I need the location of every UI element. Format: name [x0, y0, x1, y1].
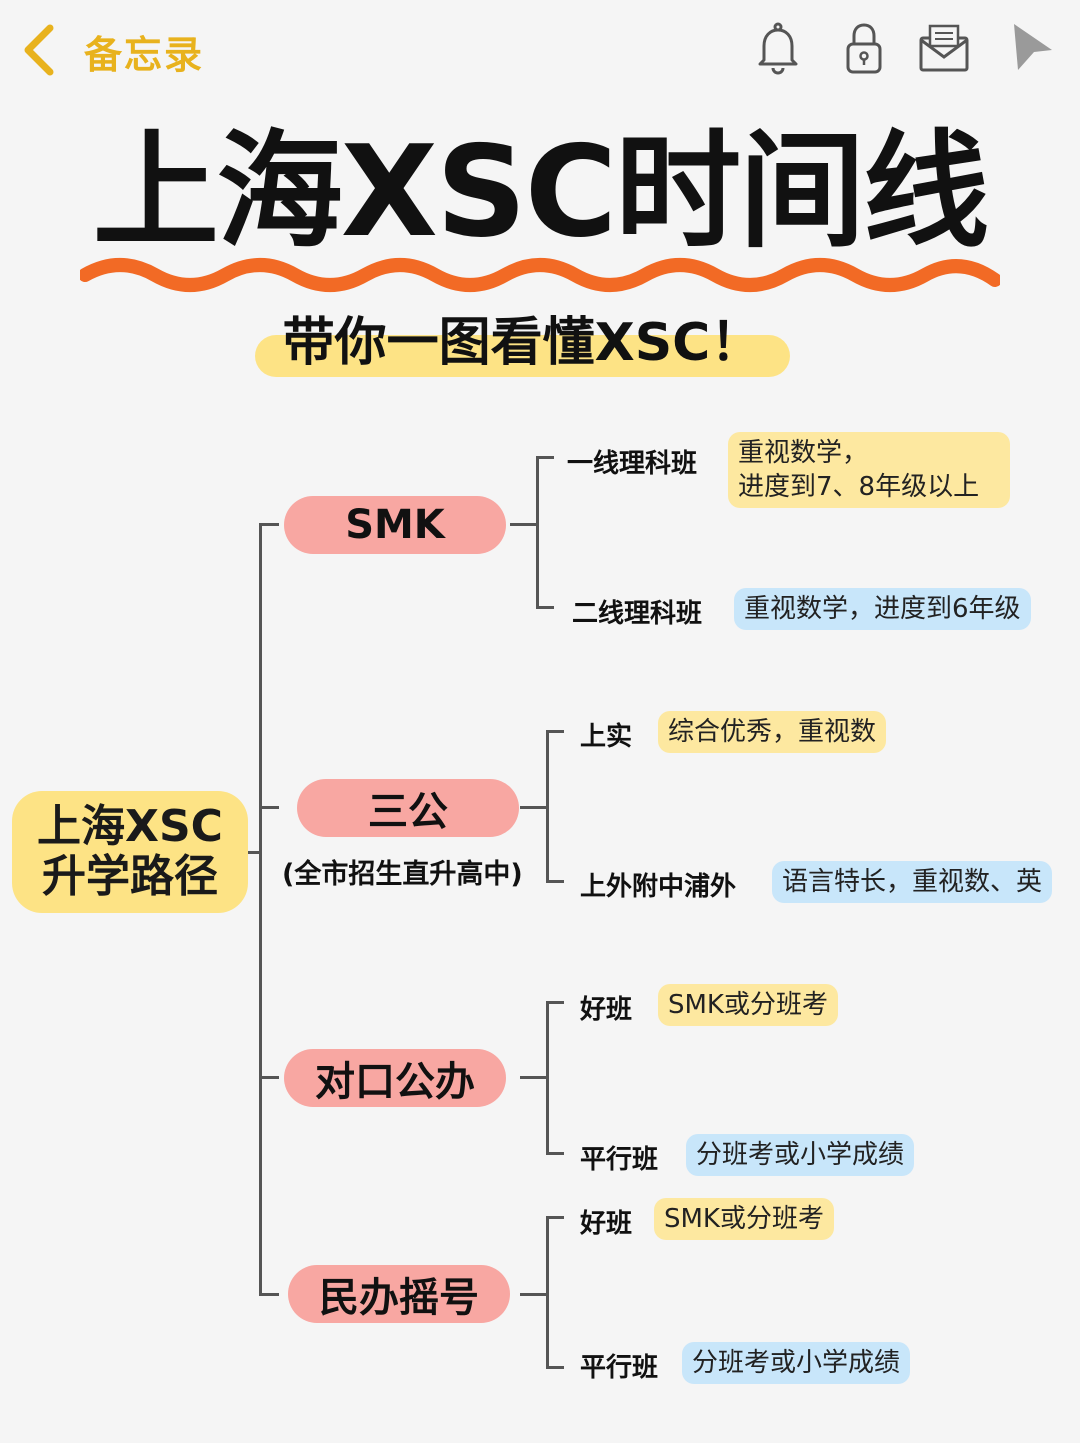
root-label-line1: 上海XSC — [37, 801, 223, 852]
root-node: 上海XSC 升学路径 — [12, 791, 248, 913]
branch-tick — [536, 606, 554, 609]
category-minban: 民办摇号 — [288, 1265, 510, 1323]
branch-label: 好班 — [580, 1209, 633, 1239]
chevron-left-icon — [24, 24, 54, 76]
branch-label: 好班 — [580, 995, 633, 1025]
branch-bracket — [536, 456, 539, 608]
bell-icon[interactable] — [750, 20, 806, 76]
branch-label: 上实 — [580, 722, 633, 752]
branch-tick — [546, 1152, 564, 1155]
back-label[interactable]: 备忘录 — [84, 33, 205, 77]
mail-icon[interactable] — [916, 20, 972, 76]
branch-tick — [546, 880, 564, 883]
branch-label: 平行班 — [580, 1353, 659, 1383]
branch-bracket — [546, 1216, 549, 1368]
branch-tag-line: 重视数学， — [738, 438, 869, 468]
branch-connector — [520, 1076, 548, 1079]
branch-tick — [536, 456, 554, 459]
category-smk: SMK — [284, 496, 506, 554]
branch-tag: 语言特长，重视数、英 — [772, 861, 1053, 903]
branch-label: 一线理科班 — [567, 449, 698, 479]
lock-icon[interactable] — [836, 20, 892, 76]
branch-tag: 综合优秀，重视数 — [658, 711, 887, 753]
branch-tag: SMK或分班考 — [658, 984, 838, 1026]
branch-connector — [520, 806, 548, 809]
branch-tick — [546, 1366, 564, 1369]
trunk-branch — [259, 523, 279, 526]
subtitle: 带你一图看懂XSC！ — [282, 313, 763, 373]
branch-label: 二线理科班 — [572, 599, 703, 629]
pointer-icon[interactable] — [1004, 20, 1060, 76]
branch-tag: 重视数学，进度到6年级 — [734, 588, 1031, 630]
trunk-branch — [259, 1076, 279, 1079]
branch-tag: SMK或分班考 — [654, 1198, 834, 1240]
subtitle-highlight — [255, 335, 790, 377]
branch-tag: 分班考或小学成绩 — [686, 1134, 915, 1176]
branch-bracket — [546, 1001, 549, 1154]
branch-tick — [546, 730, 564, 733]
trunk-branch — [259, 806, 279, 809]
category-note: (全市招生直升高中) — [282, 859, 523, 890]
branch-tag-line: 进度到7、8年级以上 — [738, 472, 980, 502]
branch-tag: 分班考或小学成绩 — [682, 1342, 911, 1384]
branch-connector — [510, 523, 538, 526]
category-sangong: 三公 — [297, 779, 519, 837]
branch-tick — [546, 1001, 564, 1004]
branch-connector — [520, 1293, 548, 1296]
root-connector — [248, 851, 260, 854]
trunk-branch — [259, 1293, 279, 1296]
branch-label: 上外附中浦外 — [580, 872, 737, 902]
category-duikou: 对口公办 — [284, 1049, 506, 1107]
wavy-underline — [80, 258, 1000, 292]
branch-tick — [546, 1216, 564, 1219]
back-button[interactable] — [18, 22, 62, 78]
root-label-line2: 升学路径 — [42, 851, 218, 902]
page-title: 上海XSC时间线 — [92, 118, 989, 265]
trunk-line — [259, 524, 262, 1296]
branch-tag: 重视数学， 进度到7、8年级以上 — [728, 432, 1010, 508]
branch-bracket — [546, 730, 549, 882]
branch-label: 平行班 — [580, 1145, 659, 1175]
